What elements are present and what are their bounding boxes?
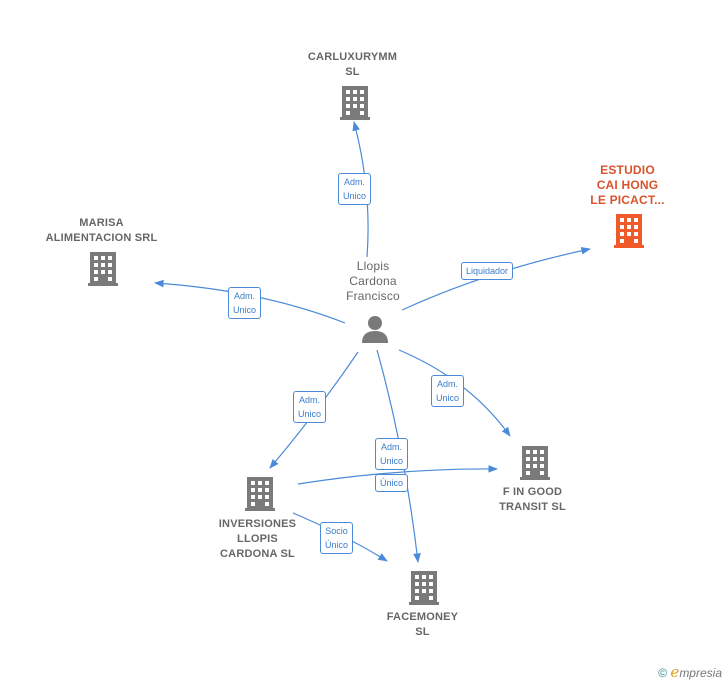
node-label-line: LE PICACT...: [590, 193, 665, 207]
node-label-line: TRANSIT SL: [499, 501, 566, 513]
node-llopis[interactable]: Llopis Cardona Francisco: [325, 259, 421, 304]
node-label-line: SL: [415, 626, 430, 638]
edge-label-line: Socio: [325, 526, 348, 536]
node-label-line: Llopis: [356, 259, 390, 273]
copyright-symbol: ©: [658, 666, 668, 680]
node-estudio[interactable]: ESTUDIO CAI HONG LE PICACT...: [575, 163, 680, 208]
edge-label-line: Único: [380, 478, 404, 488]
node-label-line: CAI HONG: [596, 178, 659, 192]
edge-label-line: Adm.: [381, 442, 403, 452]
edge-label-line: Adm.: [437, 379, 459, 389]
node-label-line: CARDONA SL: [220, 548, 295, 560]
edge-label-line: Unico: [343, 191, 367, 201]
edge-label-line: Liquidador: [466, 266, 509, 276]
empresia-logo: © empresia: [658, 663, 722, 681]
node-label-line: Cardona: [349, 274, 397, 288]
edge-label-line: Unico: [233, 305, 257, 315]
edge-label-line: Único: [325, 540, 349, 550]
building-icon[interactable]: [520, 446, 550, 480]
node-carluxurymm[interactable]: CARLUXURYMM SL: [295, 50, 410, 80]
node-label-line: SL: [345, 66, 360, 78]
edge-label: Adm. Unico: [338, 173, 372, 205]
edge-label-line: Unico: [436, 393, 460, 403]
edge-label-line: Adm.: [234, 291, 256, 301]
node-label-line: LLOPIS: [237, 533, 278, 545]
edge-label: Único: [375, 474, 409, 492]
brand-initial: e: [670, 663, 680, 681]
edge-label: Adm. Unico: [228, 287, 262, 319]
edge-label: Liquidador: [461, 262, 514, 280]
node-marisa[interactable]: MARISA ALIMENTACION SRL: [33, 216, 170, 246]
brand-name: mpresia: [679, 666, 722, 680]
building-icon[interactable]: [409, 571, 439, 605]
edge-label-line: Adm.: [299, 395, 321, 405]
node-label-line: FACEMONEY: [386, 611, 459, 623]
edge-label: Adm. Unico: [375, 438, 409, 470]
edge-label-line: Adm.: [344, 177, 366, 187]
edge-inversiones-fingood: [297, 465, 498, 485]
building-icon[interactable]: [88, 252, 118, 286]
node-label-line: Francisco: [346, 289, 400, 303]
edge-label: Socio Único: [320, 522, 354, 554]
edge-label-line: Unico: [298, 409, 322, 419]
node-label-line: ALIMENTACION SRL: [45, 232, 158, 244]
person-icon[interactable]: [362, 316, 388, 343]
edge-label: Adm. Unico: [431, 375, 465, 407]
building-icon[interactable]: [614, 214, 644, 248]
edge-label-line: Unico: [380, 456, 404, 466]
building-icon[interactable]: [340, 86, 370, 120]
node-label-line: MARISA: [79, 217, 124, 229]
building-icon[interactable]: [245, 477, 275, 511]
node-label-line: CARLUXURYMM: [307, 51, 398, 63]
node-inversiones[interactable]: INVERSIONES LLOPIS CARDONA SL: [205, 517, 310, 562]
edge-label: Adm. Unico: [293, 391, 327, 423]
node-fingood[interactable]: F IN GOOD TRANSIT SL: [480, 485, 585, 515]
node-facemoney[interactable]: FACEMONEY SL: [370, 610, 475, 640]
node-label-line: F IN GOOD: [502, 486, 563, 498]
node-label-line: ESTUDIO: [600, 163, 655, 177]
node-label-line: INVERSIONES: [218, 518, 297, 530]
